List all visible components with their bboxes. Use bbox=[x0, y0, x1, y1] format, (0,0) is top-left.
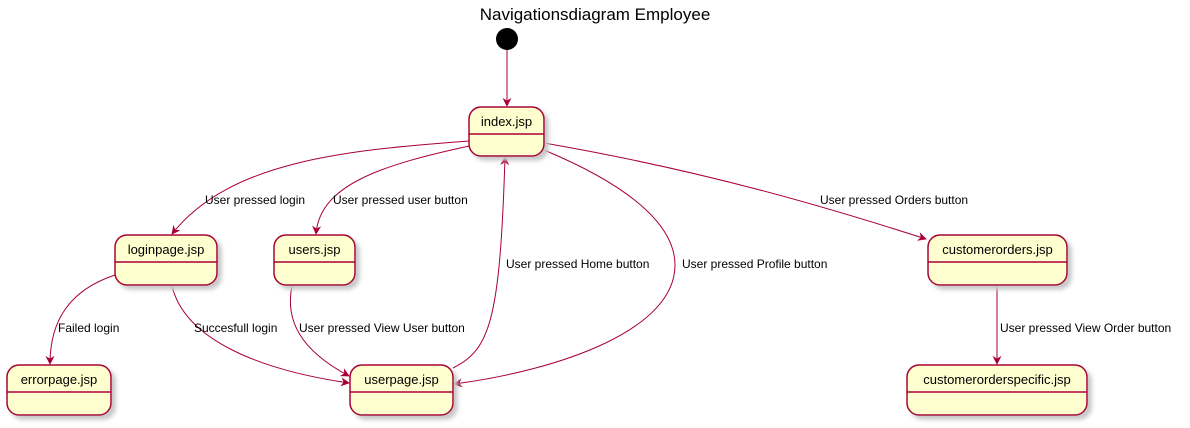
state-index: index.jsp bbox=[468, 106, 545, 157]
state-label-index: index.jsp bbox=[481, 114, 532, 129]
state-label-users: users.jsp bbox=[288, 242, 340, 257]
transition-label-index-users: User pressed user button bbox=[333, 193, 468, 207]
state-errorpage: errorpage.jsp bbox=[6, 364, 112, 416]
transition-index-customerorders bbox=[543, 142, 927, 241]
transition-label-index-loginpage: User pressed login bbox=[205, 193, 305, 207]
state-label-userpage: userpage.jsp bbox=[364, 372, 438, 387]
state-box bbox=[114, 234, 218, 286]
transition-index-loginpage bbox=[171, 140, 470, 235]
state-box bbox=[468, 106, 545, 157]
transition-index-users bbox=[312, 144, 475, 235]
states: index.jsp loginpage.jsp users.jsp customero… bbox=[6, 28, 1088, 416]
transition-index-userpage bbox=[453, 149, 676, 388]
state-users: users.jsp bbox=[273, 234, 356, 286]
transition-label-index-customerorders: User pressed Orders button bbox=[820, 193, 968, 207]
state-label-errorpage: errorpage.jsp bbox=[21, 372, 98, 387]
transition-userpage-index bbox=[452, 156, 510, 369]
state-box bbox=[349, 364, 454, 416]
initial-state bbox=[496, 28, 518, 50]
transition-label-users-userpage: User pressed View User button bbox=[299, 321, 465, 335]
transition-labels: User pressed login User pressed user butt… bbox=[58, 193, 1171, 335]
diagram-title: Navigationsdiagram Employee bbox=[480, 5, 711, 24]
transition-label-userpage-index: User pressed Home button bbox=[506, 257, 649, 271]
state-label-customerorders: customerorders.jsp bbox=[942, 242, 1053, 257]
state-loginpage: loginpage.jsp bbox=[114, 234, 218, 286]
state-customerorderspecific: customerorderspecific.jsp bbox=[906, 364, 1088, 416]
state-label-customerorderspecific: customerorderspecific.jsp bbox=[923, 372, 1070, 387]
transition-label-customerorders-customerorderspecific: User pressed View Order button bbox=[1000, 321, 1171, 335]
transition-loginpage-userpage bbox=[171, 285, 350, 387]
state-label-loginpage: loginpage.jsp bbox=[128, 242, 205, 257]
transition-users-userpage bbox=[289, 285, 350, 377]
state-box bbox=[6, 364, 112, 416]
transition-label-index-userpage: User pressed Profile button bbox=[682, 257, 827, 271]
transition-label-loginpage-errorpage: Failed login bbox=[58, 321, 119, 335]
state-customerorders: customerorders.jsp bbox=[927, 234, 1068, 286]
state-box bbox=[927, 234, 1068, 286]
transition-label-loginpage-userpage: Succesfull login bbox=[194, 321, 277, 335]
state-box bbox=[906, 364, 1088, 416]
state-userpage: userpage.jsp bbox=[349, 364, 454, 416]
state-box bbox=[273, 234, 356, 286]
transition-loginpage-errorpage bbox=[45, 274, 116, 365]
transitions bbox=[45, 50, 1002, 388]
